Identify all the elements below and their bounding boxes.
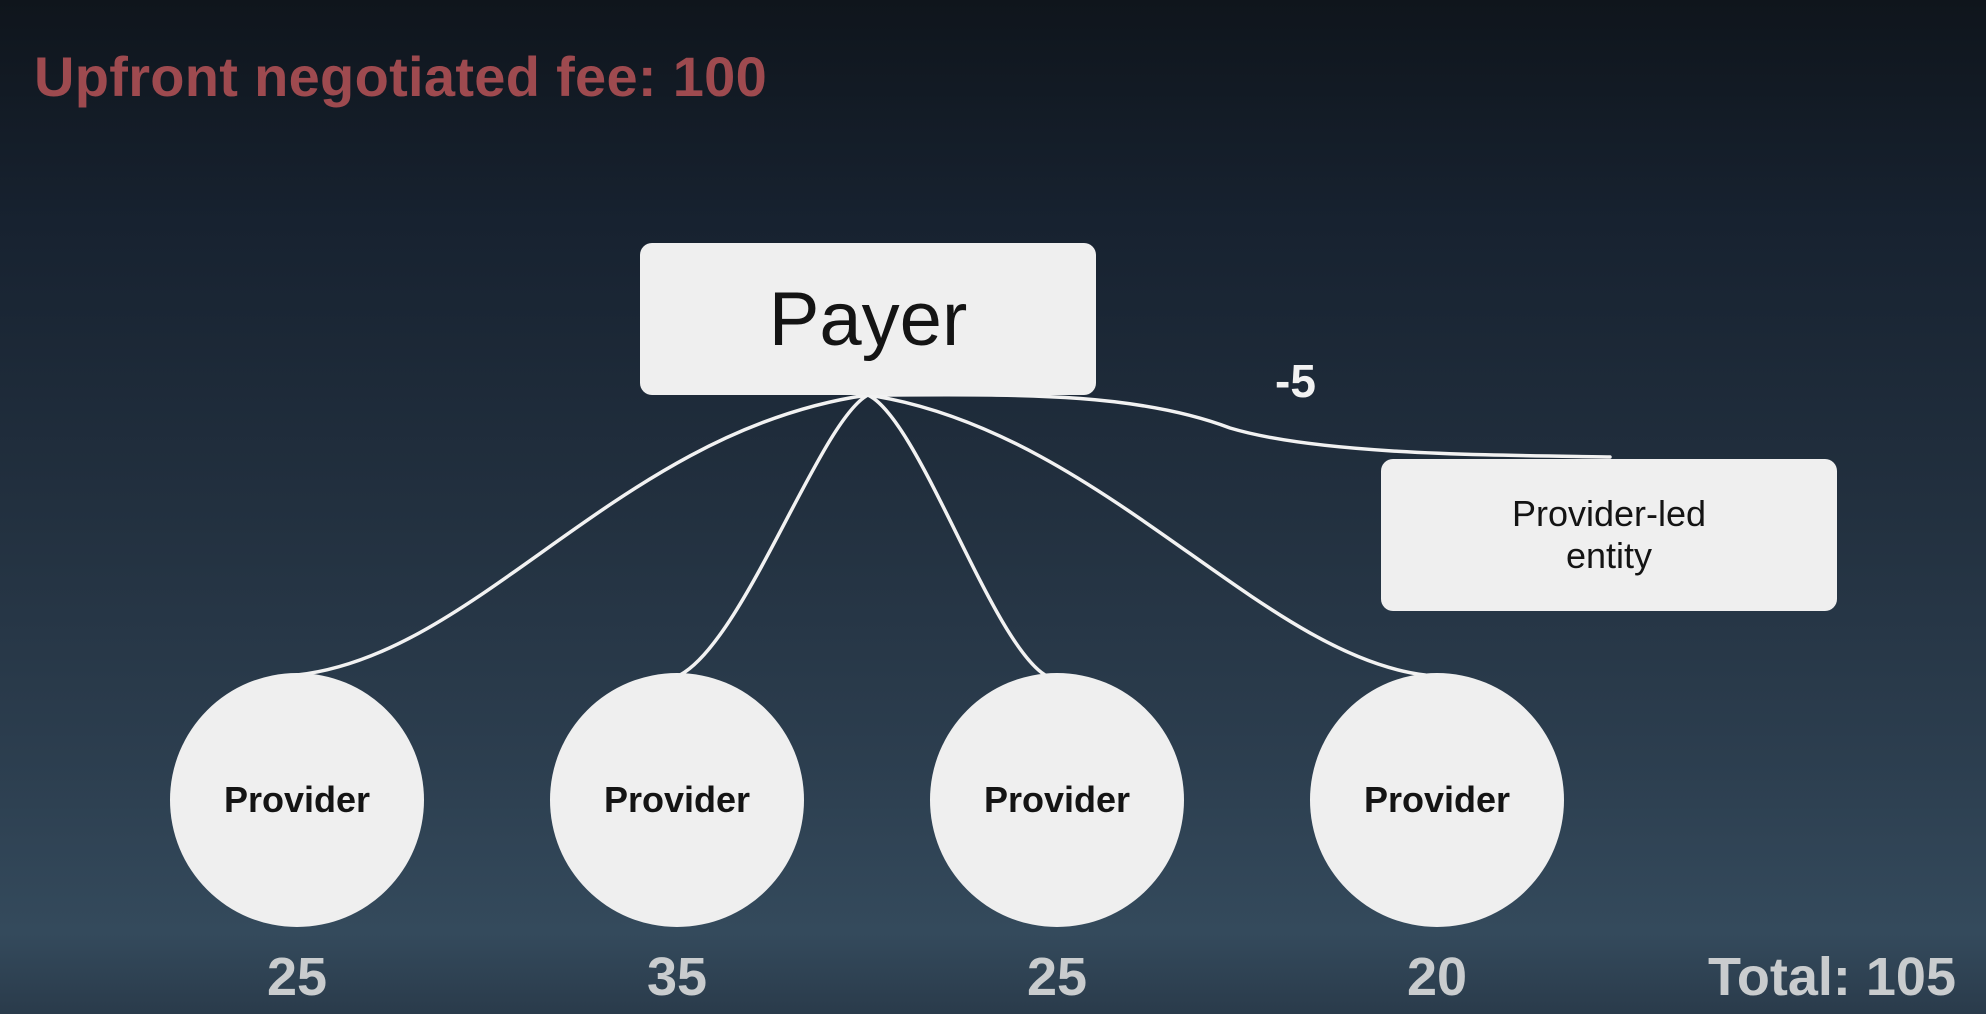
adjustment-label: -5 <box>1275 355 1316 407</box>
link-payer-provider-4 <box>866 393 1427 677</box>
provider-amount-3: 25 <box>1026 947 1088 1007</box>
provider-led-entity-box: Provider-led entity <box>1381 459 1837 611</box>
total-label: Total: 105 <box>1707 947 1956 1007</box>
provider-amount-4: 20 <box>1406 947 1468 1007</box>
negotiated-fee-title: Upfront negotiated fee: 100 <box>34 45 768 108</box>
link-payer-provider-3 <box>866 393 1047 677</box>
payer-box: Payer <box>640 243 1096 395</box>
provider-node-4: Provider <box>1310 673 1564 927</box>
provider-amount-2: 35 <box>646 947 708 1007</box>
provider-node-2: Provider <box>550 673 804 927</box>
link-payer-provider-led-entity <box>866 393 1612 459</box>
payer-label: Payer <box>768 276 968 362</box>
provider-led-entity-label: Provider-led entity <box>1511 493 1707 576</box>
link-payer-provider-2 <box>678 393 870 677</box>
provider-node-3: Provider <box>930 673 1184 927</box>
provider-amount-1: 25 <box>266 947 328 1007</box>
link-payer-provider-1 <box>295 393 870 677</box>
provider-node-1: Provider <box>170 673 424 927</box>
